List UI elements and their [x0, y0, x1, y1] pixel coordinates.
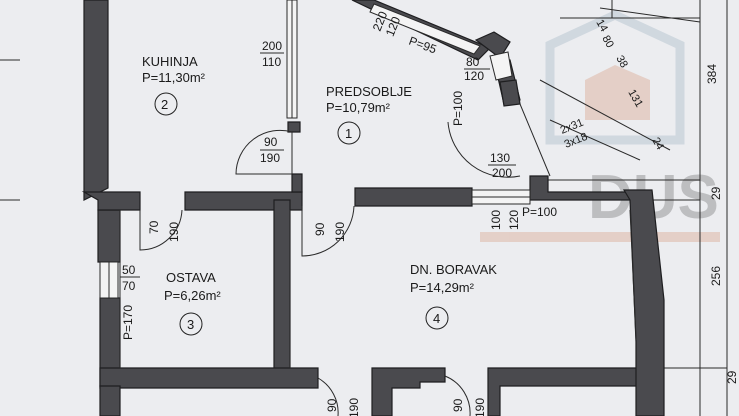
dim-height: 190	[167, 222, 181, 242]
top-window	[369, 3, 481, 55]
room-name: PREDSOBLJE	[326, 84, 412, 99]
bottom-door-right-dims: 90 190	[451, 398, 487, 416]
dim-width: 90	[451, 398, 465, 412]
corner-window	[489, 51, 513, 81]
bottom-door-left-swing	[317, 377, 339, 416]
dim-sill: P=170	[121, 305, 135, 340]
dim-sill: P=100	[451, 91, 465, 126]
entry-door-swing	[447, 103, 551, 178]
bottom-mid-wall	[371, 367, 446, 416]
watermark-logo: DUS	[480, 10, 720, 242]
bottom-door-right-swing	[444, 375, 471, 416]
dim-29-bottom: 29	[725, 370, 739, 384]
room-name: OSTAVA	[166, 270, 216, 285]
room-number-circle	[337, 121, 361, 145]
kitchen-hall-wall-top	[287, 121, 301, 133]
storage-door-dims: 70 190	[147, 220, 181, 242]
dim-width: 200	[262, 39, 282, 53]
living-door-dims: 90 190	[313, 222, 347, 242]
room-number: 3	[187, 317, 194, 332]
kitchen-door-dims: 90 190	[260, 135, 284, 165]
house-logo-icon	[545, 10, 685, 145]
dim-width: 50	[122, 263, 136, 277]
dim-height: 70	[122, 279, 136, 293]
kitchen-window-dims: 200 110	[260, 39, 284, 69]
dim-256: 256	[709, 266, 723, 286]
room-kuhinja: KUHINJA P=11,30m² 2	[142, 54, 206, 116]
living-door-swing	[301, 205, 355, 257]
storage-living-wall	[273, 199, 291, 373]
bottom-right-wall	[487, 367, 641, 416]
dim-384: 384	[705, 64, 719, 84]
dim-height: 190	[347, 398, 361, 416]
room-predsoblje: PREDSOBLJE P=10,79m² 1	[326, 84, 412, 145]
dim-height: 120	[464, 69, 484, 83]
room-dn-boravak: DN. BORAVAK P=14,29m² 4	[410, 262, 497, 330]
dim-height: 190	[260, 151, 280, 165]
storage-door-swing	[139, 209, 183, 251]
hall-living-wall	[354, 187, 473, 207]
corner-window-dims: 80 120 P=100	[451, 55, 490, 126]
dim-24: 24	[649, 136, 666, 153]
dim-height: 190	[473, 398, 487, 416]
dim-width: 130	[490, 151, 510, 165]
room-number-circle	[179, 312, 203, 336]
dim-width: 70	[147, 220, 161, 234]
kitchen-bottom-wall	[81, 191, 141, 211]
room-area: P=14,29m²	[410, 280, 475, 295]
dim-width: 100	[489, 210, 503, 230]
bottom-left-wall	[99, 367, 319, 389]
dim-width: 90	[264, 135, 278, 149]
kitchen-hall-wall	[291, 173, 303, 193]
room-number: 4	[433, 311, 440, 326]
dim-width: 90	[325, 398, 339, 412]
left-lower-wall	[97, 209, 121, 263]
room-area: P=10,79m²	[326, 100, 391, 115]
bottom-door-left-dims: 90 190	[325, 398, 361, 416]
living-window-sill: P=100	[522, 205, 557, 219]
kitchen-door-swing	[235, 129, 293, 175]
dim-29-top: 29	[709, 186, 723, 200]
dim-38: 38	[613, 54, 630, 71]
dim-height: 200	[492, 166, 512, 180]
room-area: P=11,30m²	[142, 70, 206, 85]
storage-window-dims: 50 70 P=170	[120, 263, 140, 340]
room-number: 2	[161, 97, 168, 112]
corner-post	[474, 31, 511, 59]
dim-80: 80	[599, 34, 616, 51]
dim-height: 120	[507, 210, 521, 230]
room-number-circle	[425, 306, 449, 330]
entry-door-dims: 130 200	[488, 151, 516, 180]
room-number: 1	[345, 126, 352, 141]
living-window-dims: 100 120	[489, 210, 521, 230]
dim-height: 110	[262, 55, 281, 69]
dim-width: 80	[466, 55, 480, 69]
dim-width: 90	[313, 222, 327, 236]
room-ostava: OSTAVA P=6,26m² 3	[164, 270, 221, 336]
dim-height: 190	[333, 222, 347, 242]
room-area: P=6,26m²	[164, 288, 221, 303]
dim-14: 14	[593, 18, 610, 35]
entry-pier	[499, 79, 521, 107]
left-outer-wall	[83, 0, 109, 201]
room-name: DN. BORAVAK	[410, 262, 497, 277]
bottom-left-post	[99, 385, 121, 416]
room-name: KUHINJA	[142, 54, 198, 69]
room-number-circle	[154, 92, 178, 116]
